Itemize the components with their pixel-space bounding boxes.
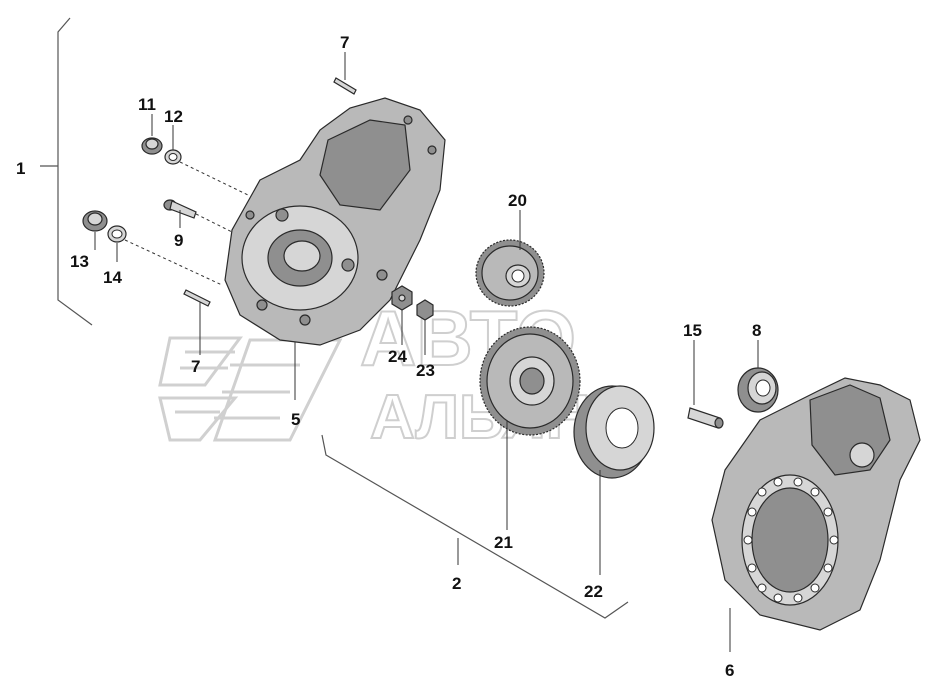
label-7-bottom: 7 xyxy=(191,357,200,376)
leader-lines xyxy=(94,52,759,652)
label-2: 2 xyxy=(452,574,461,593)
label-24: 24 xyxy=(388,347,407,366)
seal-part-8 xyxy=(737,367,779,413)
assembly-bracket-1 xyxy=(40,17,93,326)
label-6: 6 xyxy=(725,661,734,680)
label-22: 22 xyxy=(584,582,603,601)
nut-part-24 xyxy=(391,285,413,311)
label-5: 5 xyxy=(291,410,300,429)
rear-housing-part-6 xyxy=(711,377,921,631)
plug-part-13 xyxy=(82,210,108,232)
label-23: 23 xyxy=(416,361,435,380)
assembly-lines xyxy=(124,161,249,286)
label-12: 12 xyxy=(164,107,183,126)
gear-part-20 xyxy=(475,239,545,307)
pin-part-7-bottom xyxy=(183,289,211,307)
label-20: 20 xyxy=(508,191,527,210)
washer-part-12 xyxy=(164,149,182,165)
hub-part-22 xyxy=(573,385,655,479)
housing-cover-part-5 xyxy=(224,97,446,346)
plug-part-11 xyxy=(141,137,163,155)
label-15: 15 xyxy=(683,321,702,340)
bolt-hole-ring xyxy=(743,477,839,603)
gear-part-21 xyxy=(479,326,581,436)
assembly-bracket-2 xyxy=(321,434,629,619)
callout-labels: 1 2 5 6 7 7 8 9 11 12 13 14 15 20 21 22 … xyxy=(16,33,761,680)
bolt-part-9 xyxy=(163,199,197,219)
nut-part-23 xyxy=(416,299,434,321)
label-7-top: 7 xyxy=(340,33,349,52)
label-11: 11 xyxy=(138,95,156,114)
label-1: 1 xyxy=(16,159,25,178)
label-14: 14 xyxy=(103,268,122,287)
watermark-logo xyxy=(158,336,343,442)
label-8: 8 xyxy=(752,321,761,340)
label-21: 21 xyxy=(494,533,513,552)
shaft-part-15 xyxy=(687,407,724,429)
pin-part-7-top xyxy=(333,77,357,95)
washer-part-14 xyxy=(107,225,127,243)
label-13: 13 xyxy=(70,252,89,271)
label-9: 9 xyxy=(174,231,183,250)
